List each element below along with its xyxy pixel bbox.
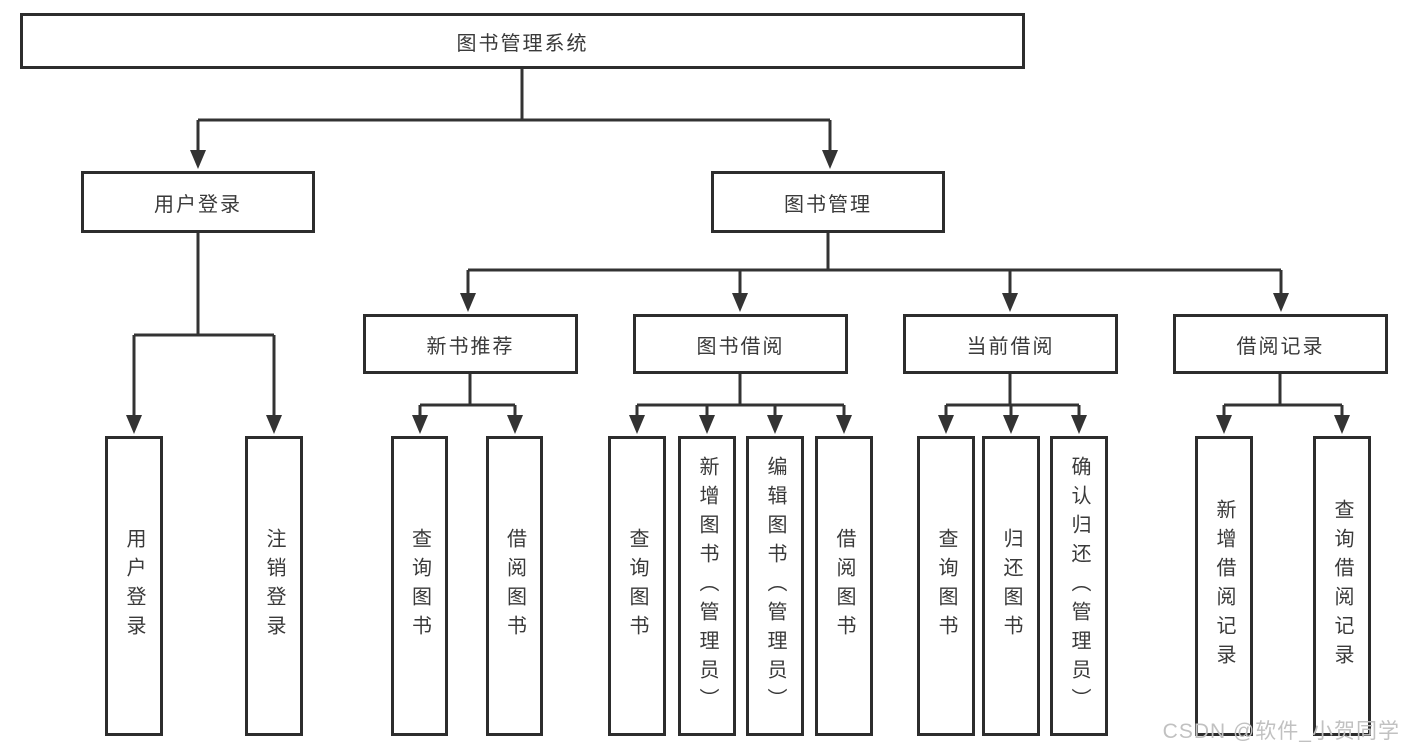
leaf-borrow-borrow-books: 借阅图书 [815,436,873,736]
leaf-records-query-record: 查询借阅记录 [1313,436,1371,736]
connector-bookmgmt-to-level3 [466,233,1283,295]
node-user-login-label: 用户登录 [154,193,242,216]
node-current-borrow: 当前借阅 [903,314,1118,374]
csdn-watermark: CSDN @软件_小贺同学 [1162,720,1400,743]
node-borrow-records: 借阅记录 [1173,314,1388,374]
leaf-current-return-books-label: 归还图书 [1000,528,1022,644]
arrowhead-icon [822,150,838,169]
connector-lines [132,69,1344,418]
leaf-borrow-edit-books-admin: 编辑图书（管理员） [746,436,804,736]
leaf-user-login-label: 用户登录 [123,528,145,644]
leaf-borrow-add-books-admin-label: 新增图书（管理员） [696,455,718,717]
arrowhead-icon [1334,415,1350,434]
arrowhead-icon [699,415,715,434]
connector-currentborrow-to-leaves [944,374,1081,418]
node-user-login: 用户登录 [81,171,315,233]
leaf-borrow-query-books: 查询图书 [608,436,666,736]
arrowhead-icon [412,415,428,434]
node-new-book-recommend: 新书推荐 [363,314,578,374]
leaf-newbook-borrow-books-label: 借阅图书 [503,528,526,644]
arrowheads [126,150,1350,434]
arrowhead-icon [266,415,282,434]
leaf-newbook-query-books: 查询图书 [391,436,448,736]
node-borrow-records-label: 借阅记录 [1236,335,1325,358]
leaf-current-query-books: 查询图书 [917,436,975,736]
node-book-borrow-label: 图书借阅 [696,335,785,358]
connector-userlogin-to-leaves [132,233,276,416]
arrowhead-icon [1002,293,1018,312]
arrowhead-icon [1071,415,1087,434]
arrowhead-icon [1003,415,1019,434]
connector-records-to-leaves [1222,374,1344,418]
arrowhead-icon [507,415,523,434]
arrowhead-icon [629,415,645,434]
leaf-borrow-query-books-label: 查询图书 [626,528,648,644]
leaf-current-return-books: 归还图书 [982,436,1040,736]
leaf-borrow-add-books-admin: 新增图书（管理员） [678,436,736,736]
arrowhead-icon [732,293,748,312]
node-book-management-label: 图书管理 [784,193,872,216]
node-book-management: 图书管理 [711,171,945,233]
leaf-user-login: 用户登录 [105,436,163,736]
leaf-records-add-record: 新增借阅记录 [1195,436,1253,736]
leaf-current-query-books-label: 查询图书 [935,528,957,644]
leaf-newbook-query-books-label: 查询图书 [408,528,431,644]
arrowhead-icon [460,293,476,312]
leaf-current-confirm-return-admin: 确认归还（管理员） [1050,436,1108,736]
arrowhead-icon [190,150,206,169]
leaf-newbook-borrow-books: 借阅图书 [486,436,543,736]
connector-newbook-to-leaves [418,374,517,418]
node-new-book-recommend-label: 新书推荐 [426,335,515,358]
connector-bookborrow-to-leaves [635,374,846,418]
leaf-records-add-record-label: 新增借阅记录 [1213,499,1235,673]
leaf-records-query-record-label: 查询借阅记录 [1331,499,1353,673]
leaf-borrow-borrow-books-label: 借阅图书 [833,528,855,644]
node-book-borrow: 图书借阅 [633,314,848,374]
arrowhead-icon [836,415,852,434]
arrowhead-icon [1273,293,1289,312]
leaf-logout-label: 注销登录 [263,528,285,644]
connector-root-to-level2 [196,69,832,152]
leaf-borrow-edit-books-admin-label: 编辑图书（管理员） [764,455,786,717]
arrowhead-icon [1216,415,1232,434]
arrowhead-icon [126,415,142,434]
node-current-borrow-label: 当前借阅 [966,335,1055,358]
node-root-label: 图书管理系统 [456,32,589,55]
leaf-current-confirm-return-admin-label: 确认归还（管理员） [1068,455,1090,717]
node-root: 图书管理系统 [20,13,1025,69]
leaf-logout: 注销登录 [245,436,303,736]
arrowhead-icon [938,415,954,434]
arrowhead-icon [767,415,783,434]
